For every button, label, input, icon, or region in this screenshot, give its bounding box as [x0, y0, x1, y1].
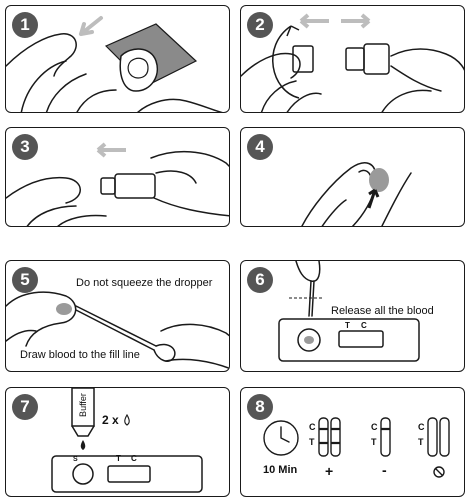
step-7-cassette-c: C	[131, 454, 137, 463]
step-7-well-label: S	[73, 456, 78, 463]
step-8-negative-symbol: -	[382, 462, 387, 478]
step-3-number: 3	[12, 134, 38, 160]
step-8-positive-t: T	[309, 437, 315, 447]
step-3-panel: 3	[5, 127, 230, 227]
step-5-number: 5	[12, 267, 38, 293]
step-6-illustration	[278, 261, 420, 362]
step-7-number: 7	[12, 394, 38, 420]
step-6-caption: Release all the blood	[331, 305, 434, 317]
step-7-drops-label: 2 x	[102, 413, 119, 427]
step-8-negative-c: C	[371, 422, 378, 432]
step-5-panel: 5 Do not squeeze the dropper Draw blood …	[5, 260, 230, 372]
step-2-number: 2	[247, 12, 273, 38]
step-7-cassette-t: T	[116, 454, 121, 463]
step-2-panel: 2	[240, 5, 465, 113]
step-4-panel: 4	[240, 127, 465, 227]
step-1-illustration	[6, 16, 224, 112]
step-2-illustration	[241, 13, 464, 112]
step-4-illustration	[301, 162, 412, 226]
step-7-panel: 7 Buffer 2 x S T C	[5, 387, 230, 497]
step-8-invalid-c: C	[418, 422, 425, 432]
step-4-number: 4	[247, 134, 273, 160]
step-5-bottom-caption: Draw blood to the fill line	[20, 349, 140, 361]
step-7-illustration	[51, 388, 203, 493]
step-6-cassette-t: T	[345, 321, 350, 330]
step-6-cassette-c: C	[361, 321, 367, 330]
step-5-illustration	[6, 291, 229, 370]
step-1-panel: 1	[5, 5, 230, 113]
step-8-number: 8	[247, 394, 273, 420]
step-8-negative-t: T	[371, 437, 377, 447]
step-1-number: 1	[12, 12, 38, 38]
step-7-buffer-label: Buffer	[78, 393, 88, 417]
step-8-invalid-t: T	[418, 437, 424, 447]
step-3-illustration	[6, 142, 229, 226]
step-8-panel: 8 10 Min C T C T C T + -	[240, 387, 465, 497]
step-5-top-caption: Do not squeeze the dropper	[76, 277, 213, 289]
step-8-illustration	[263, 417, 450, 478]
step-8-positive-c: C	[309, 422, 316, 432]
step-6-number: 6	[247, 267, 273, 293]
step-8-positive-symbol: +	[325, 463, 334, 479]
step-8-time-label: 10 Min	[263, 464, 298, 476]
step-6-panel: 6 Release all the blood T C	[240, 260, 465, 372]
